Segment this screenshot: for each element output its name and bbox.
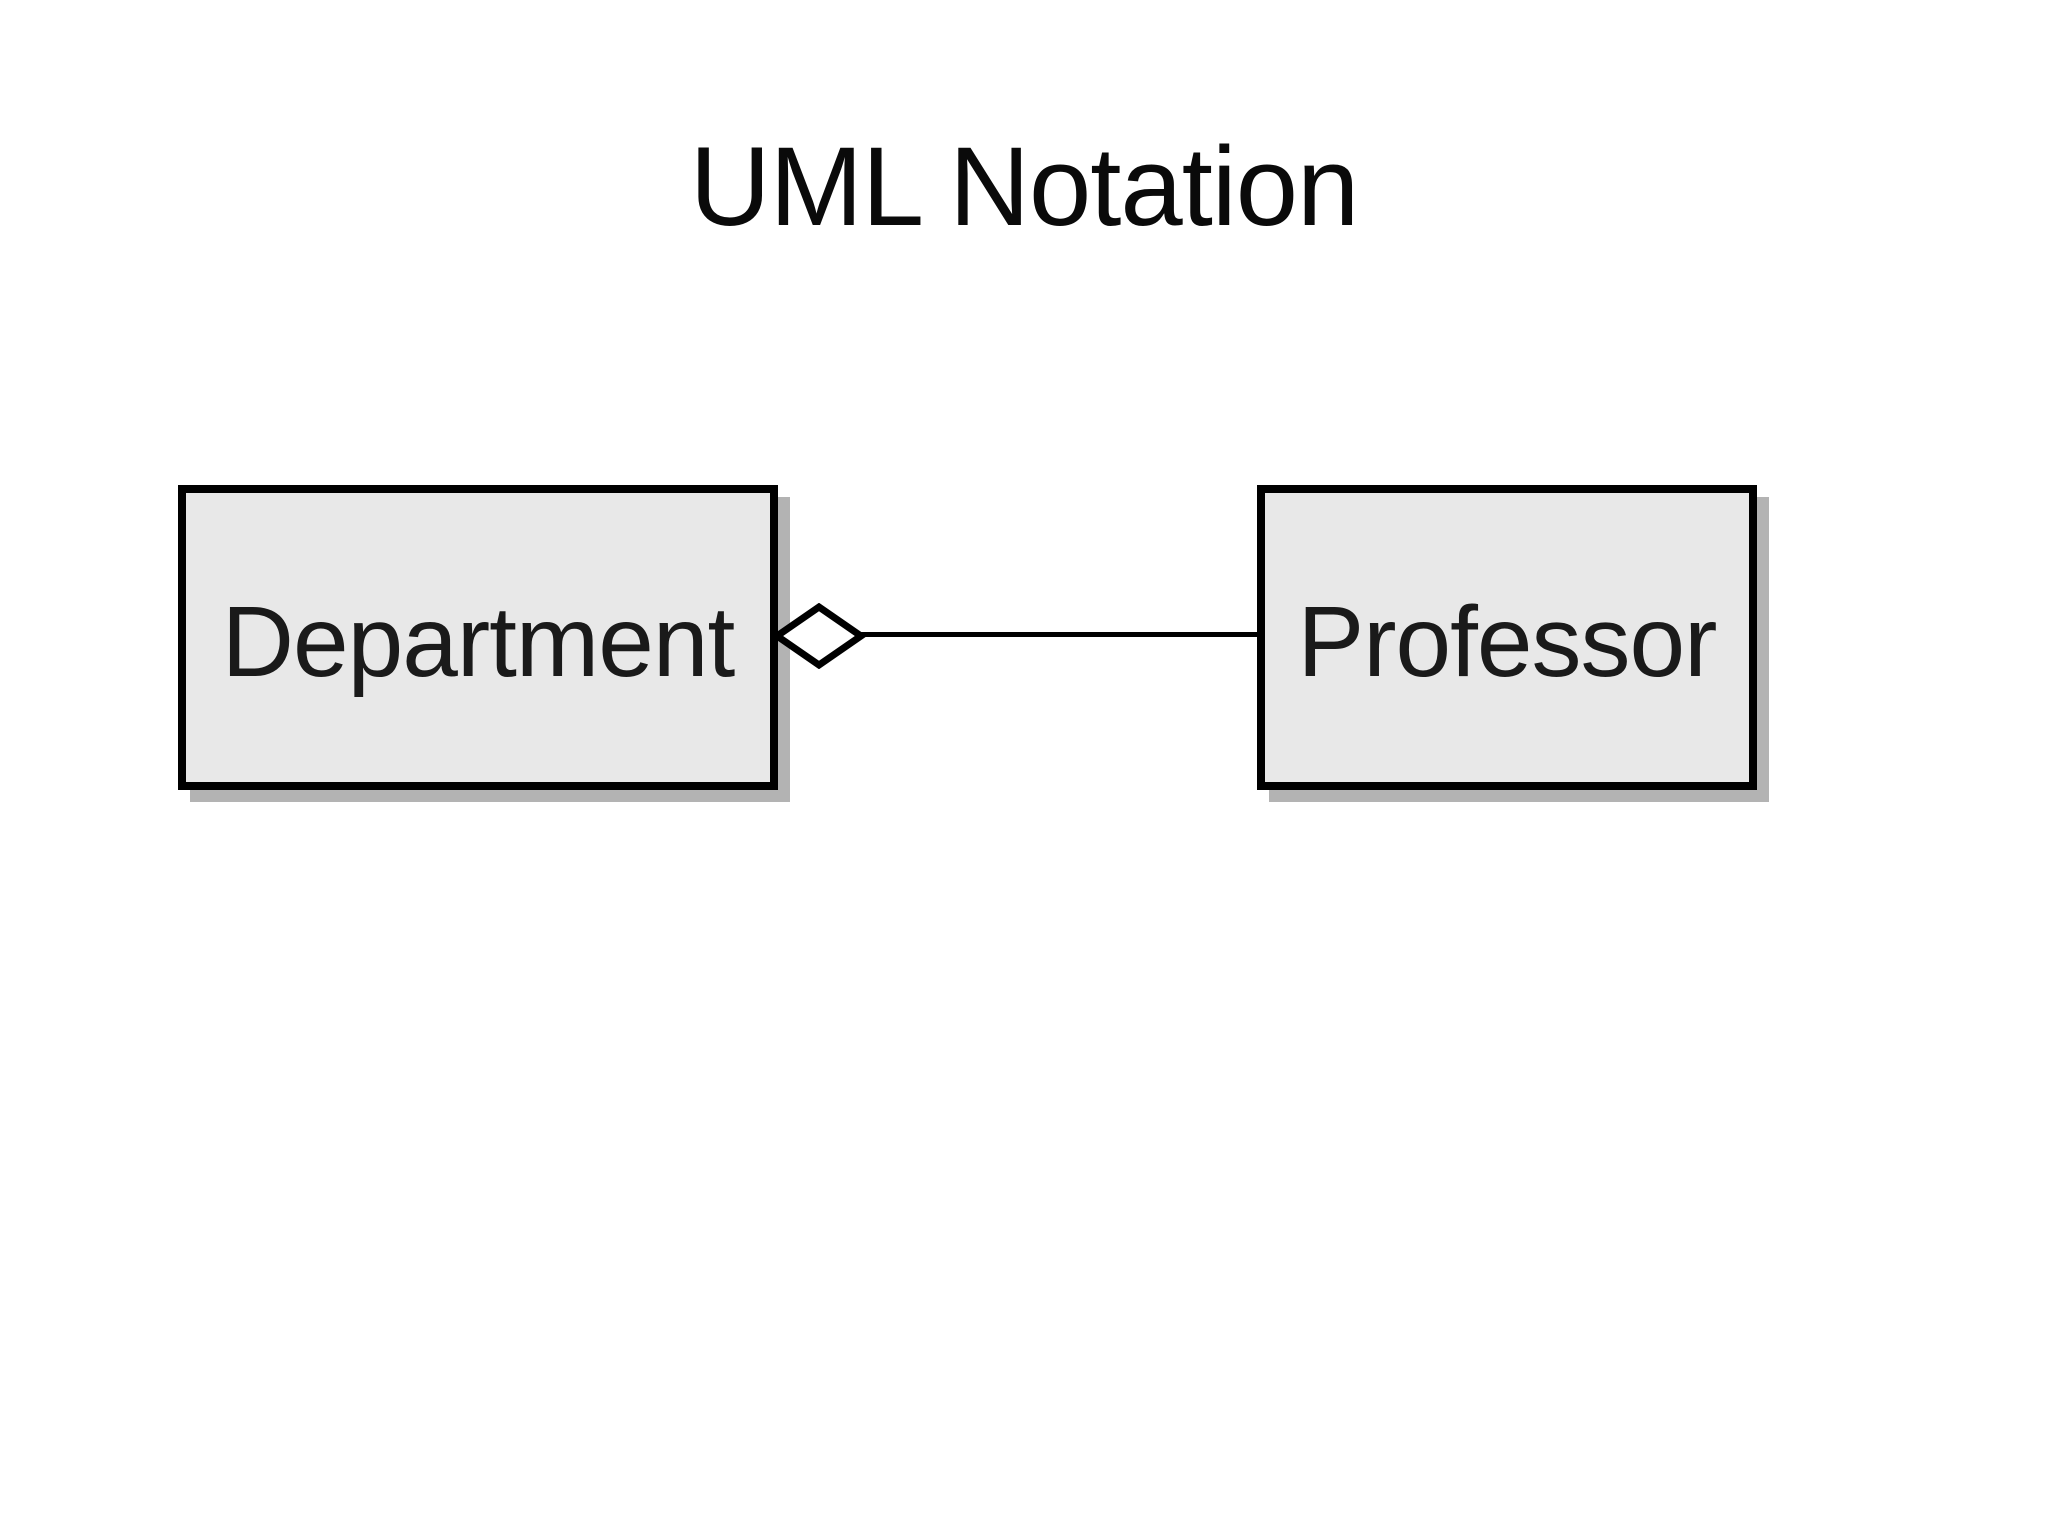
- aggregation-diamond-icon: [772, 603, 866, 669]
- association-line: [856, 632, 1258, 637]
- page-title: UML Notation: [689, 124, 1360, 249]
- class-name-label: Department: [221, 586, 735, 698]
- class-box-department: Department: [178, 485, 778, 790]
- class-name-label: Professor: [1297, 586, 1718, 698]
- class-box-professor: Professor: [1257, 485, 1757, 790]
